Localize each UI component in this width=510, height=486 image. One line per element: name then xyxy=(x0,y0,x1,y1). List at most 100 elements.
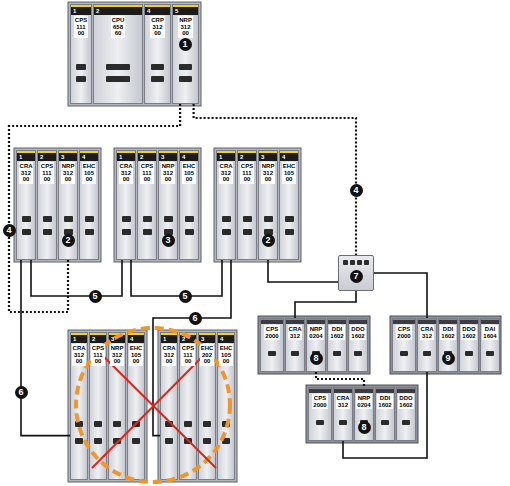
copper-cable xyxy=(131,260,222,296)
port xyxy=(76,64,86,70)
port xyxy=(122,216,131,222)
x80-rack xyxy=(258,316,370,374)
port xyxy=(132,421,140,427)
quantum-module: 5NRP 312 00 xyxy=(172,4,199,104)
copper-cable xyxy=(374,273,427,318)
module-header: 2 xyxy=(90,333,106,343)
module-header: 2 xyxy=(238,151,256,161)
module-name: EHC 105 00 xyxy=(182,162,197,184)
quantum-module: 2CPS 111 00 xyxy=(37,150,57,260)
x80-rack xyxy=(390,316,501,374)
port xyxy=(333,351,340,356)
module-name: CRA 312 00 xyxy=(162,344,177,366)
module-header: 1 xyxy=(17,151,35,161)
quantum-module: 1CRA 312 00 xyxy=(70,332,88,480)
x80-module: CPS 2000 xyxy=(392,318,416,372)
quantum-module: 4EHC 105 00 xyxy=(279,150,299,260)
module-header xyxy=(355,388,373,393)
rack xyxy=(114,148,201,262)
module-name: CPS 111 00 xyxy=(74,16,88,38)
quantum-module: 4EHC 105 00 xyxy=(127,332,145,480)
port xyxy=(222,438,230,444)
quantum-module: 2CPS 111 00 xyxy=(89,332,107,480)
slot-number: 1 xyxy=(71,335,87,343)
port xyxy=(106,64,130,70)
callout-number: 8 xyxy=(358,421,371,434)
module-header: 1 xyxy=(71,333,87,343)
module-header: 1 xyxy=(217,151,235,161)
module-header: 3 xyxy=(259,151,277,161)
x80-module: CRA 312 xyxy=(417,318,437,372)
slot-number: 3 xyxy=(199,335,215,343)
module-name: CRA 312 00 xyxy=(72,344,87,366)
module-name: CPS 2000 xyxy=(264,325,279,340)
module-name: NRP 312 00 xyxy=(178,16,193,38)
port xyxy=(184,438,192,444)
module-header: 3 xyxy=(159,151,177,161)
port xyxy=(316,420,325,425)
module-name: CPS 111 00 xyxy=(40,162,54,184)
port xyxy=(243,216,252,222)
slot-number: 1 xyxy=(71,7,91,15)
port xyxy=(94,421,102,427)
module-header xyxy=(481,319,499,324)
slot-number: 5 xyxy=(173,7,198,15)
port xyxy=(350,260,355,265)
callout-number: 5 xyxy=(179,290,192,303)
module-name: CRA 312 xyxy=(420,325,435,340)
slot-number: 2 xyxy=(38,153,56,161)
module-header: 2 xyxy=(180,333,196,343)
dashed-circle xyxy=(76,328,230,482)
quantum-module: 1CRA 312 00 xyxy=(116,150,136,260)
port xyxy=(285,229,294,235)
module-name: CRA 312 xyxy=(336,394,351,409)
port xyxy=(179,64,192,70)
quantum-module: 1CRA 312 00 xyxy=(16,150,36,260)
module-name: DDO 1602 xyxy=(398,394,413,409)
module-name: CRA 312 00 xyxy=(219,162,234,184)
slot-number: 1 xyxy=(17,153,35,161)
callout-number: 8 xyxy=(310,352,323,365)
slot-number: 4 xyxy=(80,153,98,161)
quantum-module: 4CRP 312 00 xyxy=(144,4,171,104)
port xyxy=(364,260,369,265)
rack xyxy=(68,330,147,482)
slot-number: 4 xyxy=(145,7,170,15)
x80-module: CPS 2000 xyxy=(308,387,332,441)
x80-rack xyxy=(306,385,418,443)
slot-number: 2 xyxy=(138,153,156,161)
slot-number: 1 xyxy=(217,153,235,161)
port xyxy=(94,438,102,444)
quantum-module: 2CPU 658 60 xyxy=(93,4,143,104)
port xyxy=(85,216,94,222)
callout-number: 6 xyxy=(15,386,28,399)
module-name: DDO 1602 xyxy=(461,325,476,340)
port xyxy=(203,438,211,444)
module-header xyxy=(439,319,457,324)
module-name: CPS 2000 xyxy=(396,325,411,340)
module-header: 3 xyxy=(59,151,77,161)
module-header xyxy=(349,319,367,324)
port xyxy=(113,438,121,444)
port xyxy=(143,216,152,222)
quantum-module: 2CPS 111 00 xyxy=(237,150,257,260)
port xyxy=(402,420,409,425)
callout-number: 6 xyxy=(189,312,202,325)
x80-module: DDO 1602 xyxy=(459,318,479,372)
module-header xyxy=(397,388,415,393)
slot-number: 3 xyxy=(159,153,177,161)
module-name: EHC 105 00 xyxy=(219,344,234,366)
module-header xyxy=(307,319,325,324)
module-header: 4 xyxy=(145,5,170,15)
module-header: 4 xyxy=(80,151,98,161)
quantum-module: 3EHC 202 00 xyxy=(198,332,216,480)
module-header: 4 xyxy=(218,333,234,343)
port xyxy=(22,216,31,222)
x80-module: DDI 1602 xyxy=(327,318,347,372)
module-header: 1 xyxy=(161,333,177,343)
rack xyxy=(68,2,201,106)
port xyxy=(400,351,409,356)
module-name: DDI 1602 xyxy=(377,394,392,409)
module-name: CPU 658 60 xyxy=(111,16,126,38)
slot-number: 2 xyxy=(180,335,196,343)
